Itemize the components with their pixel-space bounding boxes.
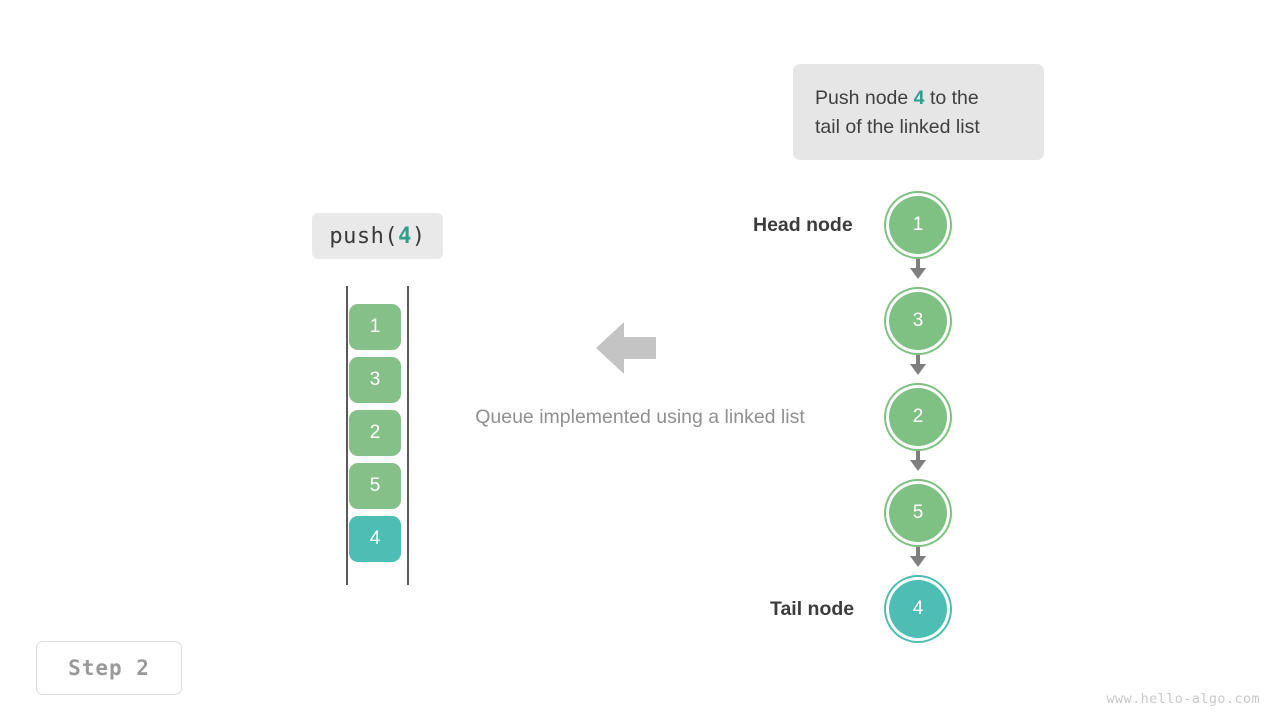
queue-cell-value: 1 — [369, 316, 381, 337]
node-connector-arrowhead — [910, 556, 926, 567]
diagram-caption: Queue implemented using a linked list — [475, 406, 805, 428]
callout-node-value: 4 — [913, 87, 925, 109]
queue-cell: 1 — [349, 304, 401, 350]
node-value: 1 — [912, 214, 924, 235]
queue-cells: 1 3 2 5 4 — [349, 304, 401, 569]
queue-cell-value: 2 — [369, 422, 381, 443]
queue-column: 1 3 2 5 4 — [340, 280, 420, 592]
node-value: 3 — [912, 310, 924, 331]
step-badge: Step 2 — [36, 641, 182, 695]
node-value: 4 — [912, 598, 924, 619]
node-connector — [916, 534, 920, 560]
linked-list-node: 3 — [889, 292, 947, 350]
node-value: 5 — [912, 502, 924, 523]
linked-list-node-highlighted: 4 — [889, 580, 947, 638]
node-connector — [916, 246, 920, 272]
node-connector-arrowhead — [910, 460, 926, 471]
queue-cell: 3 — [349, 357, 401, 403]
callout-line-2: tail of the linked list — [815, 116, 980, 138]
queue-cell-value: 5 — [369, 475, 381, 496]
linked-list-node: 2 — [889, 388, 947, 446]
operation-label: push(4) — [312, 213, 443, 259]
callout-line-1-prefix: Push node — [815, 87, 914, 109]
queue-cell-highlighted: 4 — [349, 516, 401, 562]
callout-line-1-suffix: to the — [924, 87, 979, 109]
callout-box: Push node 4 to the tail of the linked li… — [793, 64, 1044, 160]
queue-rail-right — [407, 286, 409, 585]
linked-list-node: 1 — [889, 196, 947, 254]
watermark: www.hello-algo.com — [1106, 691, 1260, 707]
head-node-label: Head node — [753, 214, 853, 236]
queue-cell-value: 3 — [369, 369, 381, 390]
operation-prefix: push( — [329, 223, 399, 249]
linked-list-node: 5 — [889, 484, 947, 542]
queue-cell-value: 4 — [369, 528, 381, 549]
node-value: 2 — [912, 406, 924, 427]
tail-node-label: Tail node — [770, 598, 855, 620]
queue-cell: 2 — [349, 410, 401, 456]
operation-suffix: ) — [411, 223, 426, 249]
node-connector — [916, 342, 920, 368]
queue-rail-left — [346, 286, 348, 585]
queue-cell: 5 — [349, 463, 401, 509]
linked-list: 1 3 2 5 4 — [860, 185, 990, 645]
left-arrow-icon — [596, 320, 656, 376]
node-connector-arrowhead — [910, 268, 926, 279]
node-connector — [916, 438, 920, 464]
operation-argument: 4 — [398, 223, 412, 249]
callout-line-1: Push node 4 to the — [815, 84, 1022, 113]
node-connector-arrowhead — [910, 364, 926, 375]
